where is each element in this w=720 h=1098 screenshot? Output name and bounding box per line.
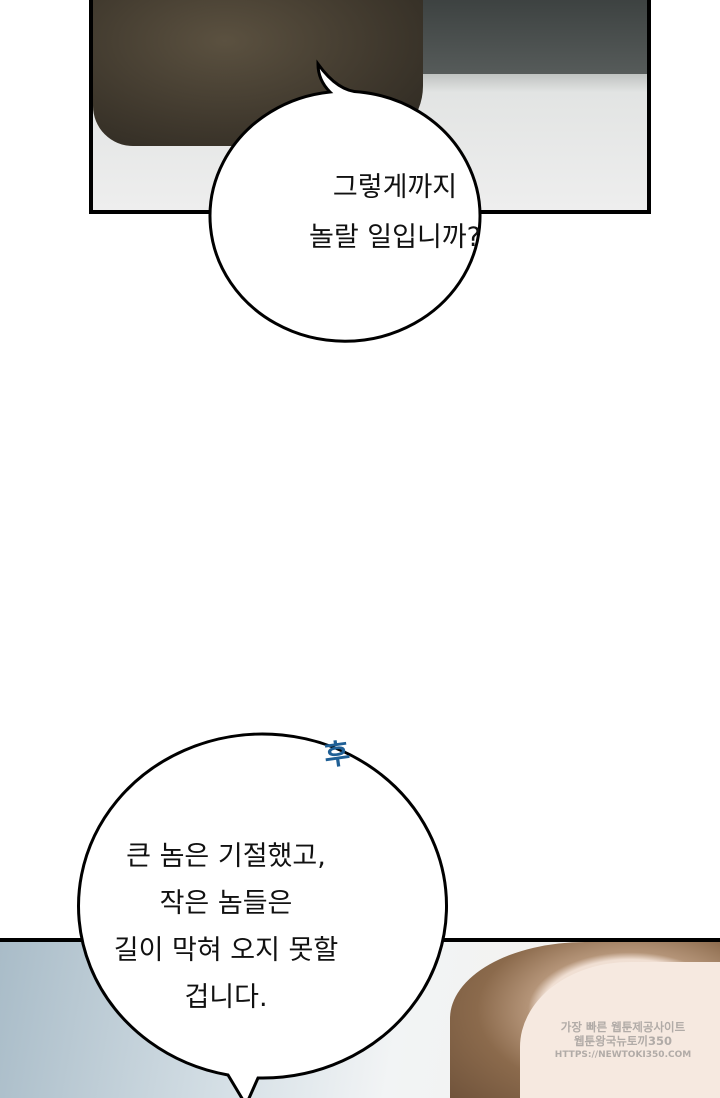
watermark-line: 가장 빠른 웹툰제공사이트 <box>560 1020 686 1034</box>
bubble-top-text: 그렇게까지 놀랄 일입니까? <box>245 163 545 263</box>
bubble-bottom-text: 큰 놈은 기절했고, 작은 놈들은 길이 막혀 오지 못할 겁니다. <box>76 833 376 1021</box>
watermark-line: HTTPS://NEWTOKI350.COM <box>554 1050 692 1060</box>
text-line: 놀랄 일입니까? <box>309 222 481 253</box>
text-line: 큰 놈은 기절했고, <box>126 841 326 872</box>
watermark-line: 웹툰왕국뉴토끼350 <box>573 1034 673 1048</box>
text-line: 그렇게까지 <box>332 172 458 203</box>
background-structure <box>393 0 647 74</box>
text-line: 겁니다. <box>184 982 268 1013</box>
text-line: 작은 놈들은 <box>159 888 293 919</box>
watermark: 가장 빠른 웹툰제공사이트 웹툰왕국뉴토끼350 HTTPS://NEWTOKI… <box>553 1020 693 1062</box>
bubble-bottom-shape <box>77 732 449 1098</box>
bubble-top-shape <box>208 59 482 343</box>
character-face <box>520 962 720 1098</box>
text-line: 길이 막혀 오지 못할 <box>113 935 339 966</box>
sound-effect: 후 <box>322 736 353 773</box>
